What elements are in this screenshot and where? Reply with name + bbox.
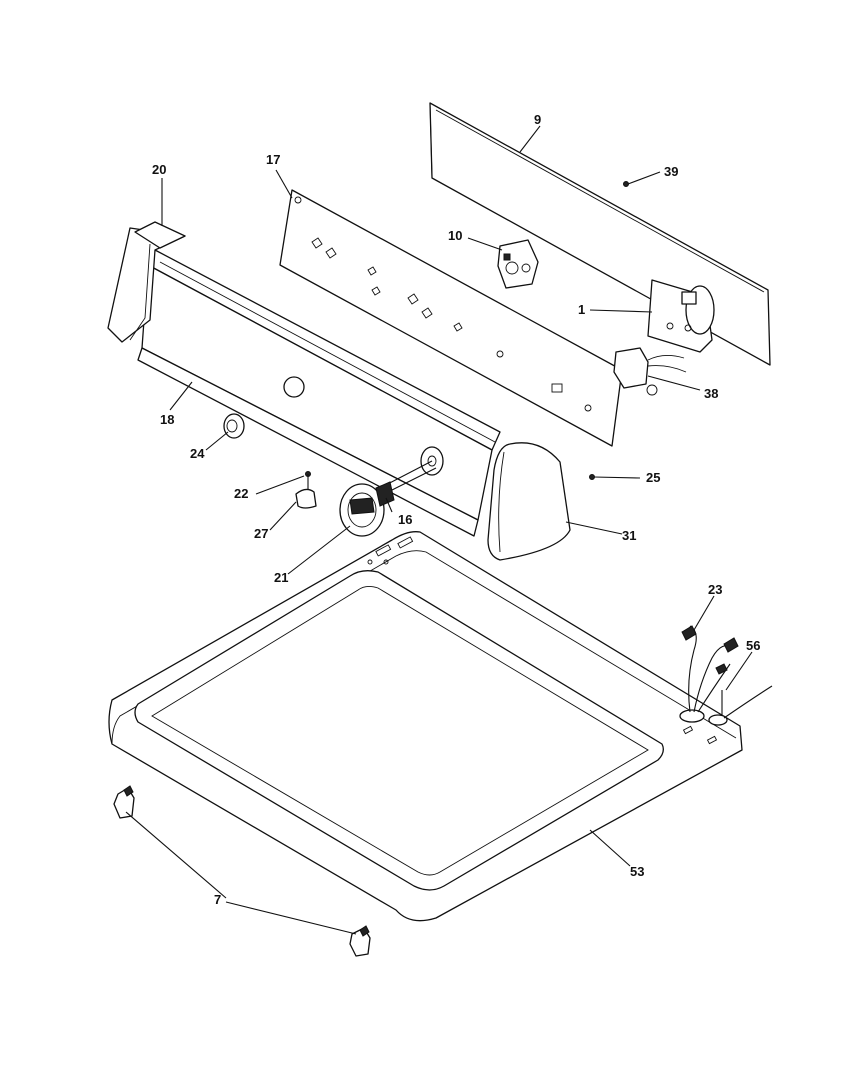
callout-23: 23	[708, 582, 722, 597]
callout-20: 20	[152, 162, 166, 177]
top-panel-part-53	[108, 531, 743, 922]
callout-24: 24	[190, 446, 205, 461]
callout-27: 27	[254, 526, 268, 541]
callout-9: 9	[534, 112, 541, 127]
push-switch-part-38	[613, 347, 687, 396]
clip-part-27	[295, 488, 317, 509]
leader-lines	[125, 125, 753, 935]
callout-39: 39	[664, 164, 678, 179]
callout-17: 17	[266, 152, 280, 167]
knob-ring-part-24	[223, 413, 245, 439]
callout-21: 21	[274, 570, 288, 585]
callout-7: 7	[214, 892, 221, 907]
left-end-cap-part-20	[107, 221, 186, 343]
callout-labels: 9 39 17 20 10 1 38 18 24 25 22 16 27 31 …	[152, 112, 760, 907]
hinge-clip-part-7-lower	[349, 925, 371, 957]
callout-31: 31	[622, 528, 636, 543]
callout-1: 1	[578, 302, 585, 317]
wire-harness-part-23	[679, 625, 739, 723]
shaft-part-16	[375, 460, 437, 507]
screw-part-25	[589, 474, 595, 480]
callout-18: 18	[160, 412, 174, 427]
callout-25: 25	[646, 470, 660, 485]
callout-56: 56	[746, 638, 760, 653]
callout-22: 22	[234, 486, 248, 501]
grommet-part-56	[708, 685, 773, 726]
screw-part-39	[623, 181, 629, 187]
callout-53: 53	[630, 864, 644, 879]
callout-10: 10	[448, 228, 462, 243]
right-end-cap-part-31	[487, 442, 571, 561]
timer-knob-part-21	[339, 483, 385, 537]
callout-16: 16	[398, 512, 412, 527]
console-back-plate-part-17	[279, 189, 623, 447]
switch-part-10	[497, 239, 539, 289]
callout-38: 38	[704, 386, 718, 401]
hinge-clip-part-7-upper	[113, 785, 135, 819]
timer-part-1	[647, 279, 715, 353]
